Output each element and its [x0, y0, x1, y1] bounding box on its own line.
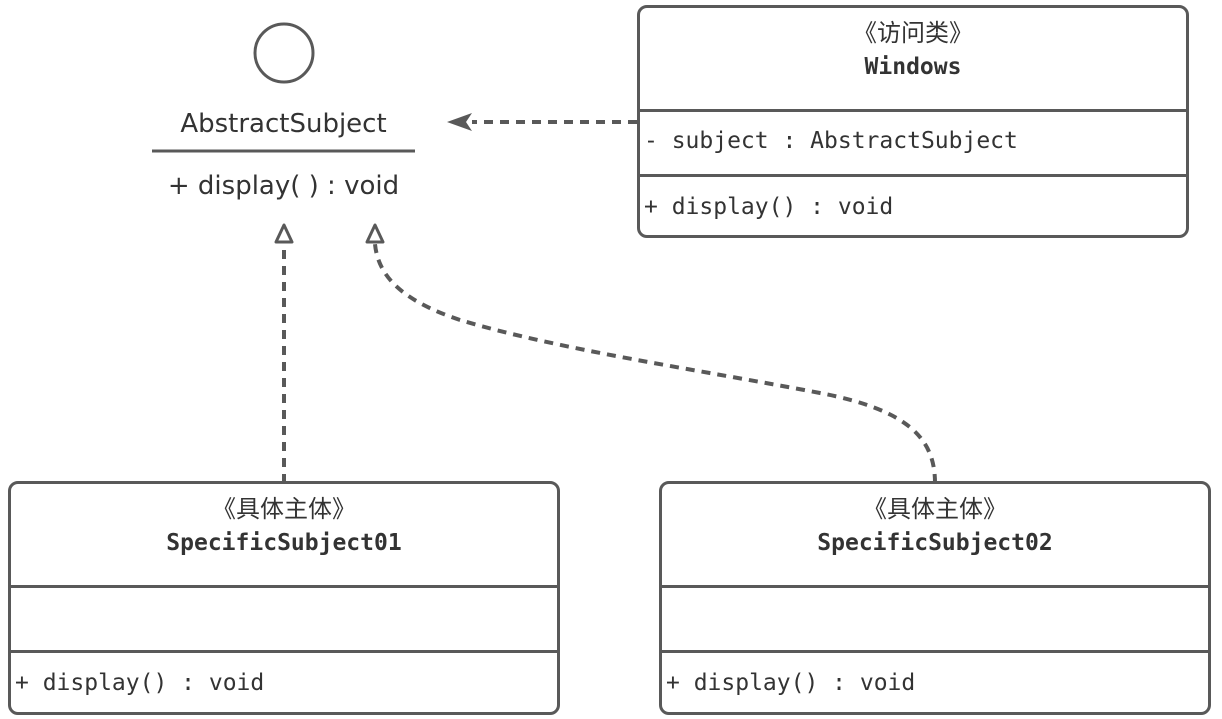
operation-divider — [640, 174, 1186, 177]
stereotype-label: 《访问类》 — [853, 19, 973, 47]
interface-lollipop-icon — [253, 22, 315, 84]
class-windows[interactable]: 《访问类》 Windows - subject : AbstractSubjec… — [637, 5, 1189, 238]
operation-text: + display() : void — [15, 670, 265, 696]
dependency-arrowhead — [447, 113, 472, 131]
realization-arrowhead-02 — [365, 223, 385, 244]
attribute-divider — [640, 109, 1186, 112]
attribute-divider — [11, 585, 557, 588]
class-header: 《具体主体》 SpecificSubject01 — [11, 484, 557, 560]
interface-operation: + display( ) : void — [167, 171, 400, 201]
attribute-divider — [662, 585, 1208, 588]
operation-text: + display() : void — [644, 194, 894, 220]
interface-name: AbstractSubject — [180, 109, 387, 139]
stereotype-label: 《具体主体》 — [212, 495, 356, 523]
operation-divider — [11, 650, 557, 653]
class-specific-subject-02[interactable]: 《具体主体》 SpecificSubject02 + display() : v… — [659, 481, 1211, 715]
attribute-text: - subject : AbstractSubject — [644, 128, 1018, 154]
operation-divider — [662, 650, 1208, 653]
class-name: Windows — [864, 54, 962, 80]
class-name: SpecificSubject01 — [166, 530, 402, 556]
class-header: 《访问类》 Windows — [640, 8, 1186, 84]
operation-text: + display() : void — [666, 670, 916, 696]
class-name: SpecificSubject02 — [817, 530, 1053, 556]
realization-line-02 — [373, 243, 937, 484]
realization-arrowhead-01 — [274, 223, 294, 244]
class-specific-subject-01[interactable]: 《具体主体》 SpecificSubject01 + display() : v… — [8, 481, 560, 715]
stereotype-label: 《具体主体》 — [863, 495, 1007, 523]
class-header: 《具体主体》 SpecificSubject02 — [662, 484, 1208, 560]
